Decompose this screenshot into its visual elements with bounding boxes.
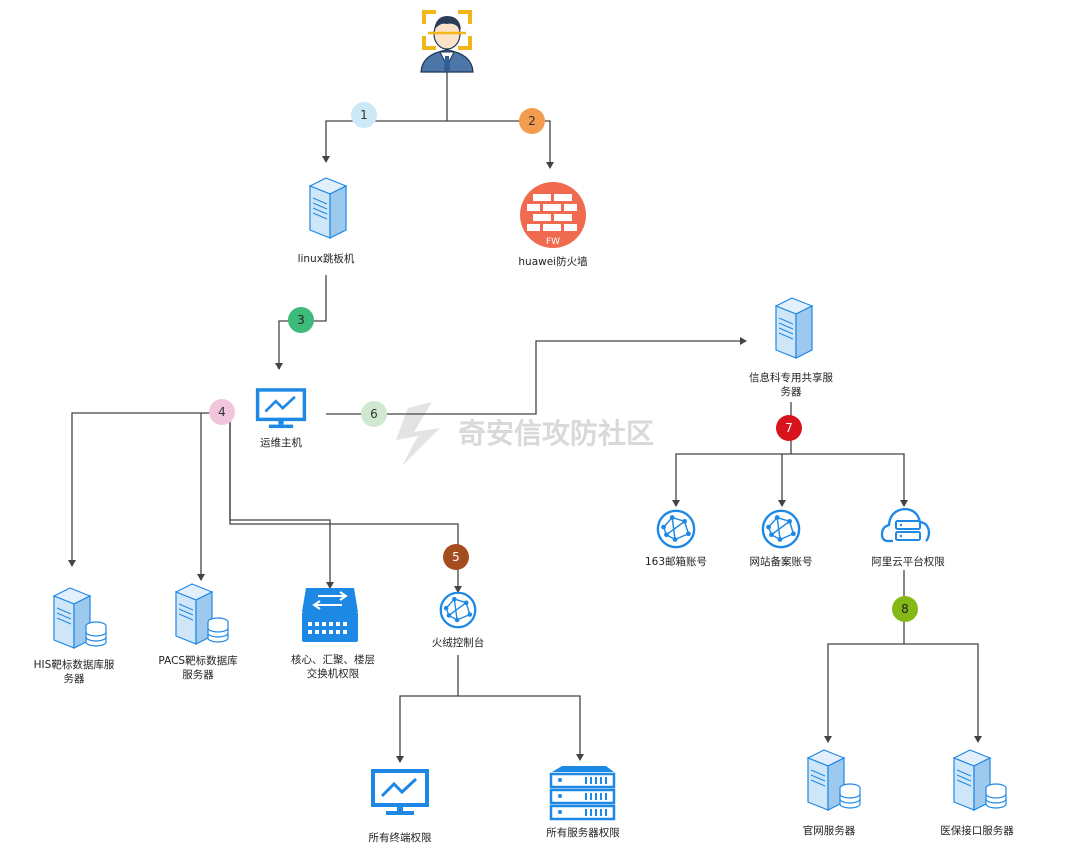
his-db-label-line1: HIS靶标数据库服 xyxy=(34,658,115,671)
svg-text:2: 2 xyxy=(528,114,536,128)
step-badge-6: 6 xyxy=(361,401,387,427)
step-badge-8: 8 xyxy=(892,596,918,622)
edge-shared-aliyun xyxy=(791,453,908,507)
edge-huorong-servers xyxy=(458,695,584,761)
edge-to-linux xyxy=(322,120,447,163)
step-badge-2: 2 xyxy=(519,108,545,134)
cloud-server-icon xyxy=(880,507,931,543)
edge-shared-163 xyxy=(672,453,791,507)
edges xyxy=(68,72,982,763)
huorong-node: 火绒控制台 xyxy=(432,591,485,649)
switch-node: 核心、汇聚、楼层 交换机权限 xyxy=(291,588,375,680)
all-servers-label: 所有服务器权限 xyxy=(546,826,620,839)
firewall-badge: FW xyxy=(546,237,560,247)
svg-text:1: 1 xyxy=(360,108,368,122)
website-server-node: 官网服务器 xyxy=(803,749,861,837)
watermark: 奇安信攻防社区 xyxy=(396,402,654,466)
website-server-label: 官网服务器 xyxy=(803,824,856,837)
all-terminals-node: 所有终端权限 xyxy=(369,769,432,844)
medical-server-icon xyxy=(953,749,1007,811)
edge-ops-his xyxy=(68,412,230,567)
ops-host-node: 运维主机 xyxy=(255,388,307,449)
huorong-label: 火绒控制台 xyxy=(432,636,485,649)
svg-text:8: 8 xyxy=(901,602,909,616)
his-db-label-line2: 务器 xyxy=(64,672,85,685)
icp-globe-icon xyxy=(761,509,801,549)
svg-text:3: 3 xyxy=(297,313,305,327)
step-badges: 1 2 3 4 5 6 7 8 xyxy=(209,102,918,622)
step-badge-1: 1 xyxy=(351,102,377,128)
pacs-db-server-icon xyxy=(175,583,229,645)
svg-text:7: 7 xyxy=(785,421,793,435)
ops-host-monitor-icon xyxy=(255,388,307,430)
aliyun-label: 阿里云平台权限 xyxy=(871,555,945,568)
firewall-node: FW huawei防火墙 xyxy=(518,182,588,268)
website-server-icon xyxy=(807,749,861,811)
icp-label: 网站备案账号 xyxy=(750,555,813,568)
mail163-globe-icon xyxy=(656,509,696,549)
switch-label-line2: 交换机权限 xyxy=(307,667,360,680)
edge-aliyun-website xyxy=(824,643,904,743)
linux-jump-label: linux跳板机 xyxy=(298,252,355,265)
edge-huorong-split xyxy=(396,655,459,763)
edge-ops-shared xyxy=(326,337,747,415)
medical-server-node: 医保接口服务器 xyxy=(940,749,1014,837)
all-terminals-label: 所有终端权限 xyxy=(369,831,432,844)
aliyun-node: 阿里云平台权限 xyxy=(871,507,945,568)
ops-host-label: 运维主机 xyxy=(260,436,302,449)
pacs-db-label-line2: 服务器 xyxy=(182,668,214,681)
his-db-server-icon xyxy=(53,587,107,649)
pacs-db-node: PACS靶标数据库 服务器 xyxy=(158,583,238,681)
linux-server-icon xyxy=(309,177,347,239)
his-db-node: HIS靶标数据库服 务器 xyxy=(34,587,115,685)
step-badge-7: 7 xyxy=(776,415,802,441)
user-avatar-icon xyxy=(420,10,474,73)
linux-jump-node: linux跳板机 xyxy=(298,177,355,265)
mail163-node: 163邮箱账号 xyxy=(645,509,707,568)
mail163-label: 163邮箱账号 xyxy=(645,555,707,568)
shared-server-label-line1: 信息科专用共享服 xyxy=(749,371,833,384)
user-node xyxy=(420,10,474,73)
pacs-db-label-line1: PACS靶标数据库 xyxy=(158,654,237,667)
svg-text:4: 4 xyxy=(218,405,226,419)
huorong-globe-icon xyxy=(439,591,477,629)
shared-server-icon xyxy=(775,297,813,359)
watermark-logo-icon xyxy=(396,402,440,466)
rack-server-icon xyxy=(549,766,616,821)
shared-server-label-line2: 务器 xyxy=(781,385,802,398)
icp-node: 网站备案账号 xyxy=(750,509,813,568)
svg-text:6: 6 xyxy=(370,407,378,421)
all-servers-node: 所有服务器权限 xyxy=(546,766,620,839)
switch-label-line1: 核心、汇聚、楼层 xyxy=(291,653,375,666)
step-badge-4: 4 xyxy=(209,399,235,425)
firewall-label: huawei防火墙 xyxy=(518,255,588,268)
edge-aliyun-medical xyxy=(904,643,982,743)
step-badge-5: 5 xyxy=(443,544,469,570)
step-badge-3: 3 xyxy=(288,307,314,333)
firewall-icon: FW xyxy=(520,182,586,248)
edge-to-firewall xyxy=(447,120,554,169)
switch-icon xyxy=(302,588,358,642)
medical-server-label: 医保接口服务器 xyxy=(940,824,1014,837)
svg-text:5: 5 xyxy=(452,550,460,564)
terminals-monitor-icon xyxy=(371,769,429,817)
shared-server-node: 信息科专用共享服 务器 xyxy=(749,297,833,398)
watermark-text: 奇安信攻防社区 xyxy=(458,417,654,450)
